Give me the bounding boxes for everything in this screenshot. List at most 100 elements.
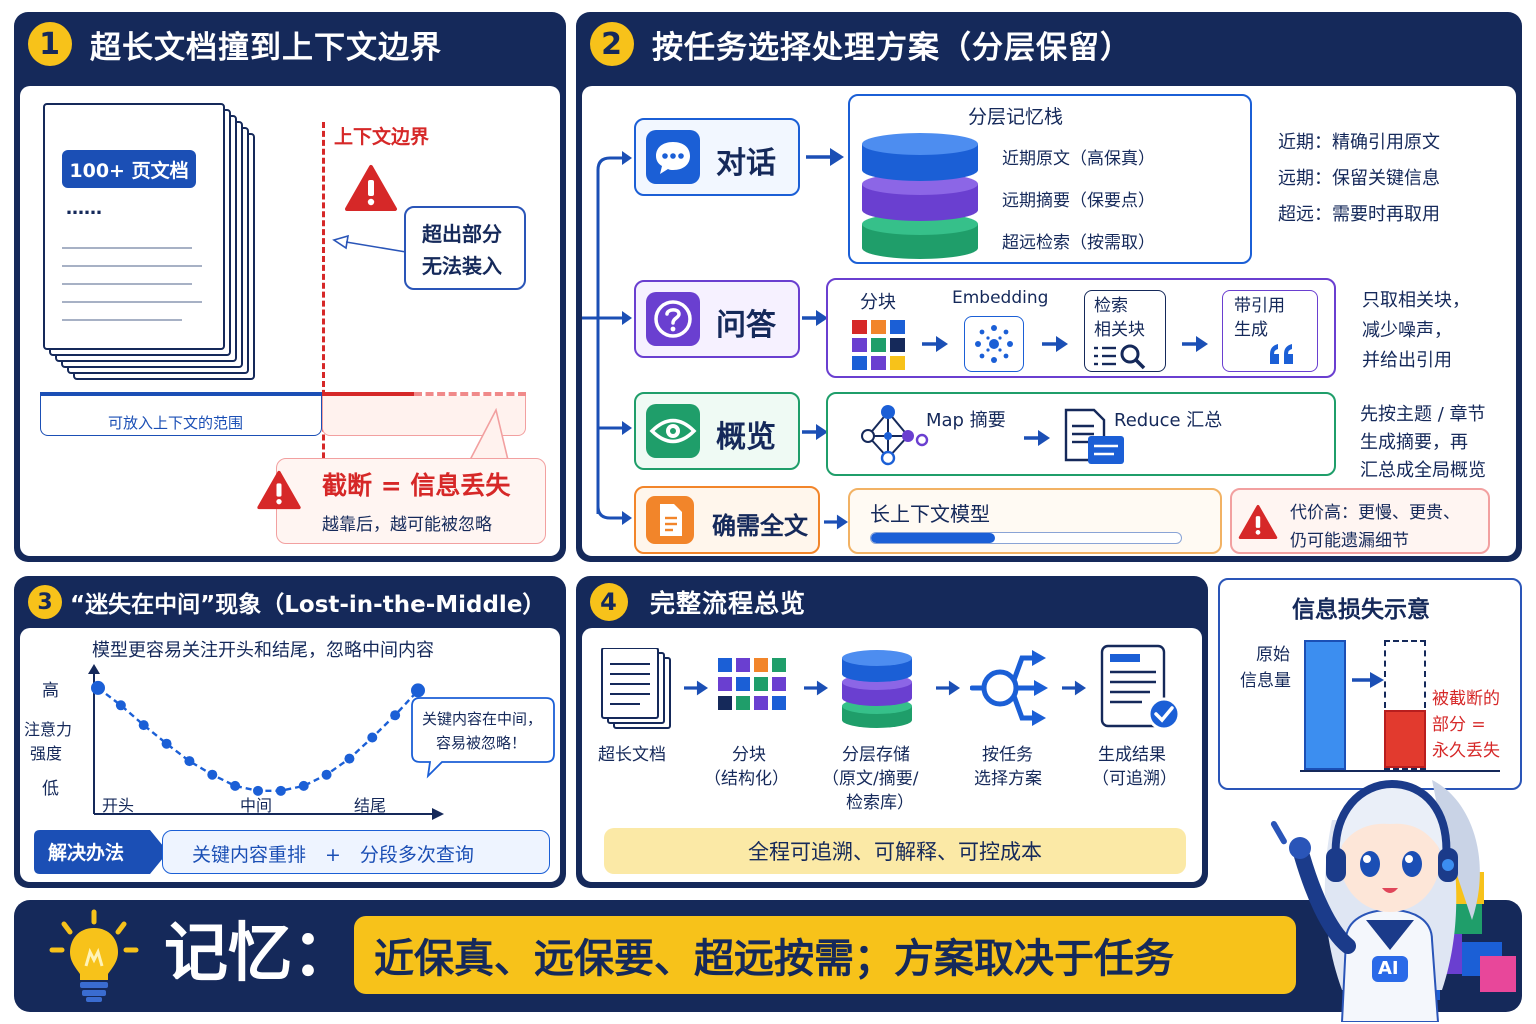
- boundary-label: 上下文边界: [334, 126, 430, 148]
- long-context-progress-fill: [871, 533, 995, 543]
- truncated-bar-outline: [1384, 640, 1426, 770]
- overview-label: 概览: [716, 420, 776, 455]
- quote-icon: [1270, 344, 1293, 364]
- attention-curve-chart: [88, 664, 444, 820]
- solution-box: [162, 830, 550, 874]
- memory-summary-box: 近保真、远保要、超远按需；方案取决于任务: [354, 916, 1296, 994]
- truncation-title: 截断 = 信息丢失: [322, 471, 511, 500]
- chunk-grid-icon: [718, 658, 786, 710]
- panel-lost-in-middle: 3 “迷失在中间”现象（Lost-in-the-Middle） 模型更容易关注开…: [14, 576, 566, 888]
- attention-point: [115, 700, 126, 711]
- panel-pipeline-overview: 4 完整流程总览: [576, 576, 1208, 888]
- panel-title-text: “迷失在中间”现象（Lost-in-the-Middle）: [70, 592, 546, 618]
- qa-note-2: 减少噪声，: [1362, 320, 1452, 341]
- context-boundary-line: [322, 122, 325, 512]
- step-badge: 4: [590, 583, 628, 621]
- chart-subtitle: 模型更容易关注开头和结尾，忽略中间内容: [92, 640, 434, 661]
- callout-pointer: [469, 408, 509, 460]
- bubble-line-2: 容易被忽略！: [436, 734, 527, 752]
- step-label-sub: 选择方案: [974, 769, 1042, 789]
- step-label-sub: （可追溯）: [1092, 769, 1177, 789]
- qa-note-3: 并给出引用: [1362, 350, 1452, 371]
- qa-step-chunk: 分块: [860, 292, 896, 313]
- arrow-right-icon: [684, 680, 708, 696]
- x-axis-arrow: [432, 808, 444, 820]
- truncation-subtitle: 越靠后，越可能被忽略: [322, 515, 492, 535]
- memory-summary-text: 近保真、远保要、超远按需；方案取决于任务: [374, 936, 1174, 982]
- step-badge: 1: [28, 22, 72, 66]
- overflow-line-2: 无法装入: [422, 254, 502, 278]
- route-split-icon: [970, 650, 1048, 726]
- arrow-right-icon: [922, 336, 948, 352]
- overflow-range-bar: [322, 392, 414, 396]
- panel-context-boundary: 1 超长文档撞到上下文边界 100+ 页文档 ……: [14, 12, 566, 562]
- kept-info-bar: [1384, 710, 1426, 768]
- arrow-right-icon: [824, 514, 848, 530]
- range-label: 可放入上下文的范围: [108, 414, 244, 432]
- cost-line-2: 仍可能遗漏细节: [1290, 531, 1409, 551]
- arrow-right-icon: [1042, 336, 1068, 352]
- embedding-network-icon: [975, 325, 1013, 363]
- step-label-sub: （结构化）: [704, 769, 789, 789]
- panel-title-text: 超长文档撞到上下文边界: [90, 29, 442, 66]
- step-label: 分块: [732, 745, 766, 765]
- arrow-right-icon: [802, 310, 828, 326]
- document-dots: ……: [66, 198, 102, 219]
- chat-bubble-icon: [646, 130, 700, 184]
- cost-line-1: 代价高：更慢、更贵、: [1290, 503, 1460, 523]
- long-context-progress-track: [870, 532, 1182, 544]
- truncated-label-2: 部分 =: [1432, 715, 1486, 735]
- y-axis-label-2: 强度: [30, 744, 63, 763]
- panel-task-strategies: 2 按任务选择处理方案（分层保留） 对话 分层记: [576, 12, 1522, 562]
- mascot-ai-badge: AI: [1378, 958, 1399, 979]
- overview-note-1: 先按主题 / 章节: [1360, 404, 1486, 425]
- y-axis-arrow: [88, 664, 100, 674]
- memory-stack-title: 分层记忆栈: [968, 106, 1064, 128]
- arrow-right-icon: [1024, 430, 1050, 446]
- memory-layer-distant: 超远检索（按需取）: [1002, 233, 1155, 253]
- eye-icon: [646, 404, 700, 458]
- solution-tag-shape: [34, 830, 168, 874]
- attention-point: [344, 753, 355, 764]
- overflow-line-1: 超出部分: [422, 222, 502, 246]
- step-badge: 3: [28, 585, 62, 619]
- database-stack-icon: [862, 133, 978, 259]
- map-network-icon: [861, 405, 929, 466]
- attention-point: [161, 738, 172, 749]
- pipeline-footer-text: 全程可追溯、可解释、可控成本: [748, 840, 1042, 864]
- dialog-note-2: 远期：保留关键信息: [1278, 168, 1440, 189]
- arrow-right-icon: [806, 148, 844, 166]
- document-stack-icon: [43, 103, 255, 380]
- warning-icon: [1238, 504, 1278, 540]
- panel-body: 模型更容易关注开头和结尾，忽略中间内容 高 注意力 强度 低 开头 中间 结尾 …: [20, 628, 560, 882]
- bar-baseline: [1300, 770, 1500, 772]
- arrow-right-icon: [936, 680, 960, 696]
- search-icon: [1094, 344, 1146, 370]
- qa-note-1: 只取相关块，: [1362, 290, 1470, 311]
- pipeline-footer: 全程可追溯、可解释、可控成本: [604, 828, 1186, 874]
- context-range-bar: [40, 392, 322, 396]
- original-info-bar: [1304, 640, 1346, 770]
- truncated-label-1: 被截断的: [1432, 689, 1500, 709]
- chunk-grid-icon: [852, 320, 905, 370]
- map-label: Map 摘要: [926, 410, 1006, 431]
- panel-body: 对话 分层记忆栈 近期原文（高保真） 远期摘要（保要点） 超远检索（按需取） 近…: [582, 86, 1516, 556]
- panel-title-text: 按任务选择处理方案（分层保留）: [652, 29, 1132, 66]
- dialog-note-3: 超远：需要时再取用: [1278, 204, 1440, 225]
- panel-body: 100+ 页文档 …… 上下文边界 超出部分 无法装入 可放入上下文的范围: [20, 86, 560, 556]
- result-document-check-icon: [1100, 644, 1181, 731]
- step-badge: 2: [590, 22, 634, 66]
- original-label-1: 原始: [1256, 645, 1290, 665]
- document-stack-icon: [601, 648, 671, 729]
- qa-label: 问答: [716, 308, 776, 343]
- truncated-label-3: 永久丢失: [1432, 741, 1500, 761]
- overview-note-2: 生成摘要，再: [1360, 432, 1468, 453]
- cost-warning-card: [1230, 488, 1490, 554]
- document-icon: [646, 496, 694, 544]
- x-axis-end: 结尾: [354, 796, 387, 815]
- warning-icon: [345, 165, 397, 211]
- panel-info-loss: 信息损失示意 原始 信息量 被截断的 部分 = 永久丢失: [1218, 578, 1522, 790]
- y-axis-low: 低: [42, 779, 59, 799]
- original-label-2: 信息量: [1240, 671, 1291, 691]
- qa-step-embedding: Embedding: [952, 288, 1049, 308]
